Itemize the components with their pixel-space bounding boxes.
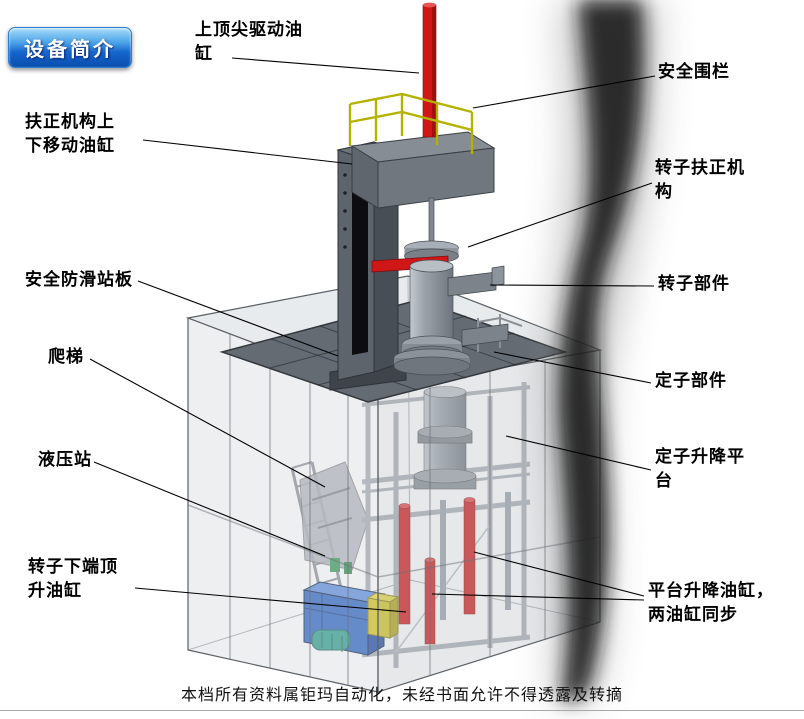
label-top-tip-cylinder: 上顶尖驱动油 缸 bbox=[195, 20, 303, 63]
label-rotor-bottom-jack-cylinder: 转子下端顶 升油缸 bbox=[28, 557, 118, 600]
leader-stator-part bbox=[493, 351, 652, 384]
leader-platform-cylinder-2 bbox=[431, 593, 645, 601]
leader-hydraulic-station bbox=[93, 461, 326, 557]
safety-railing bbox=[348, 92, 474, 154]
label-centering-updown-cylinder: 扶正机构上 下移动油缸 bbox=[25, 112, 115, 155]
platform-lift-cylinders-graphic bbox=[398, 497, 476, 625]
bottom-divider bbox=[0, 710, 804, 711]
leader-centering-updown-cylinder bbox=[142, 139, 353, 165]
leader-rotor-part bbox=[489, 284, 655, 287]
top-drive-cylinder bbox=[422, 2, 437, 138]
shadow-smudge bbox=[544, 0, 660, 700]
leader-platform-cylinder-1 bbox=[473, 551, 645, 597]
leader-rotor-bottom-jack bbox=[134, 587, 407, 613]
label-stator-lift-platform: 定子升降平 台 bbox=[655, 447, 745, 490]
title-badge: 设备简介 bbox=[8, 27, 132, 68]
label-ladder: 爬梯 bbox=[48, 347, 84, 366]
rotor-centering-arm bbox=[447, 271, 497, 297]
leader-safety-fence bbox=[472, 75, 656, 109]
enclosure-studs bbox=[187, 334, 601, 685]
leader-ladder bbox=[89, 358, 326, 488]
footer-copyright: 本档所有资料属钜玛自动化，未经书面允许不得透露及转摘 bbox=[180, 687, 623, 704]
leader-antislip-platform bbox=[137, 280, 339, 357]
stator-column bbox=[413, 386, 477, 490]
head-box bbox=[350, 131, 496, 209]
label-antislip-platform: 安全防滑站板 bbox=[25, 270, 133, 289]
leader-top-tip-cylinder bbox=[231, 57, 420, 74]
leader-rotor-centering-mechanism bbox=[467, 182, 653, 248]
label-hydraulic-station: 液压站 bbox=[38, 450, 92, 469]
label-platform-lift-cylinders: 平台升降油缸， 两油缸同步 bbox=[648, 581, 774, 624]
rotor-assembly bbox=[371, 197, 509, 376]
label-safety-fence: 安全围栏 bbox=[658, 62, 730, 81]
label-rotor-centering-mechanism: 转子扶正机 构 bbox=[655, 158, 745, 201]
label-rotor-part: 转子部件 bbox=[658, 274, 730, 293]
leader-stator-lift-platform bbox=[505, 435, 652, 471]
guide-rods bbox=[440, 492, 511, 620]
label-stator-part: 定子部件 bbox=[655, 371, 727, 390]
